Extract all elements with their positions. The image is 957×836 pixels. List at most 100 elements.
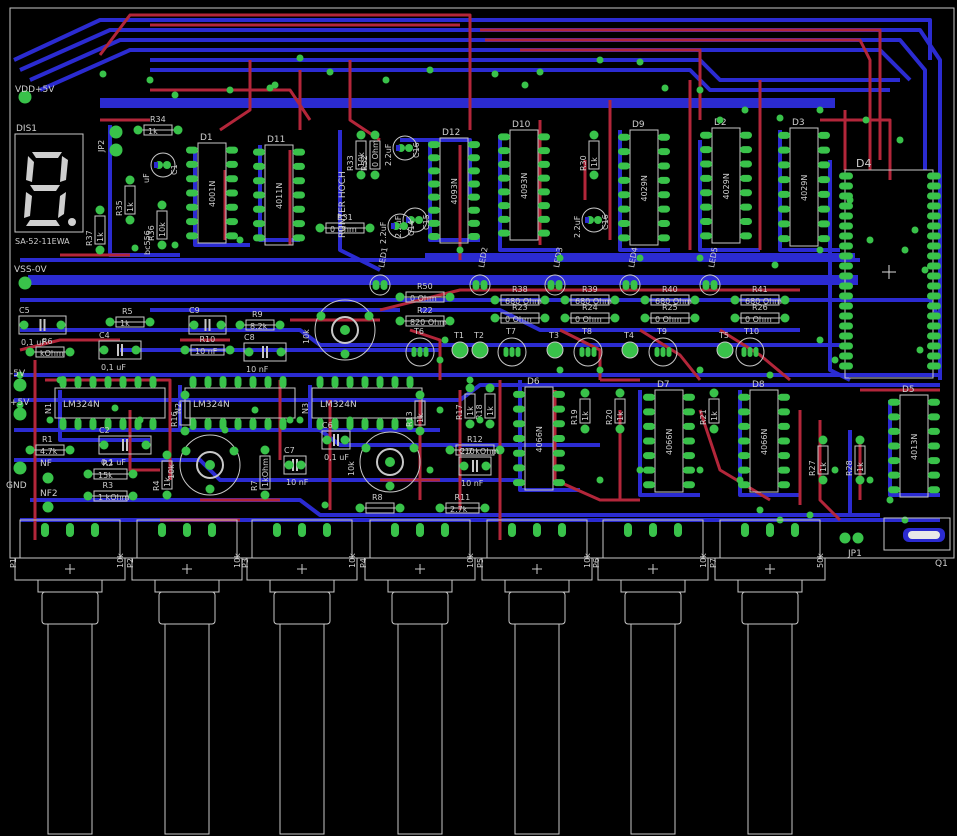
potentiometer-p4[interactable]: P4 10k — [359, 519, 476, 835]
pad — [356, 170, 366, 180]
pad — [741, 523, 749, 537]
pad — [615, 424, 625, 434]
pad — [204, 418, 212, 430]
crystal-q1 — [883, 517, 951, 551]
resistor-value: 1k — [163, 477, 172, 487]
minus5-label: -5V — [10, 369, 26, 379]
pad — [316, 376, 324, 388]
pad — [738, 393, 750, 401]
pad — [730, 313, 740, 323]
capacitor-value: 0,1 uF — [21, 338, 46, 347]
resistor-value: 0 Ohm — [655, 315, 682, 324]
via — [441, 336, 449, 344]
pad — [928, 486, 940, 494]
via — [226, 86, 234, 94]
capacitor-value: 10 nF — [246, 365, 269, 374]
resistor-value: 1k — [126, 202, 135, 212]
resistor-value: 680 Ohm — [505, 297, 542, 306]
pad — [513, 464, 525, 472]
via — [556, 366, 564, 374]
pad — [134, 376, 142, 388]
pad — [780, 313, 790, 323]
resistor-name: R8 — [372, 493, 383, 502]
via — [866, 236, 874, 244]
via — [862, 116, 870, 124]
pad — [702, 280, 710, 290]
resistor-name: R30 — [579, 155, 588, 171]
pad — [498, 188, 510, 196]
capacitor-value: 10 nF — [286, 478, 309, 487]
pad — [852, 532, 864, 544]
via — [296, 54, 304, 62]
resistor-name: R28 — [845, 460, 854, 476]
pad — [490, 313, 500, 323]
resistor-value: 1k — [710, 411, 719, 421]
pad — [435, 503, 445, 513]
pad — [406, 376, 414, 388]
pot-name: P6 — [592, 558, 601, 568]
resistor-name: R27 — [808, 460, 817, 476]
pad — [472, 280, 480, 290]
pad — [839, 242, 853, 250]
pad — [839, 202, 853, 210]
pot-name: P4 — [359, 558, 368, 568]
pad — [298, 523, 306, 537]
resistor-name: R21 — [699, 409, 708, 425]
resistor-value: 2.7 kOhm — [460, 447, 499, 456]
pot-value: 10k — [583, 553, 592, 568]
pad — [839, 222, 853, 230]
pad — [928, 413, 940, 421]
via — [896, 136, 904, 144]
ic-d6-part: 4066N — [535, 426, 544, 452]
pot-value: 10k — [466, 553, 475, 568]
pad — [89, 376, 97, 388]
transistor-t10: T10 — [735, 327, 765, 367]
pad — [738, 422, 750, 430]
pad — [839, 212, 853, 220]
pad — [818, 161, 830, 169]
pad — [109, 143, 123, 157]
pad — [615, 388, 625, 398]
vss-label: VSS-0V — [14, 265, 48, 275]
power-labels: VDD+5V VSS-0V -5V +5V GND NF NF2 — [6, 85, 58, 499]
resistor-value: 0 Ohm — [505, 315, 532, 324]
pad — [643, 437, 655, 445]
electrolytic-value: 2.2uF — [379, 221, 388, 244]
pad — [709, 424, 719, 434]
pad — [738, 408, 750, 416]
pad — [683, 481, 695, 489]
capacitor-name: C6 — [322, 421, 333, 430]
ic-d2: D24029N — [700, 118, 752, 244]
pad — [253, 234, 265, 242]
pad — [468, 206, 480, 214]
pad — [839, 282, 853, 290]
pad — [186, 203, 198, 211]
pad — [927, 362, 941, 370]
transistor-t2: T2 — [471, 331, 489, 359]
pad — [66, 523, 74, 537]
via — [636, 466, 644, 474]
via — [736, 476, 744, 484]
pad — [133, 125, 143, 135]
via — [16, 401, 24, 409]
pad — [818, 435, 828, 445]
pad — [855, 475, 865, 485]
vdd-label: VDD+5V — [15, 85, 55, 95]
via — [696, 254, 704, 262]
pad — [888, 457, 900, 465]
via — [766, 371, 774, 379]
electrolytic-value: 2.2uF — [384, 143, 393, 166]
